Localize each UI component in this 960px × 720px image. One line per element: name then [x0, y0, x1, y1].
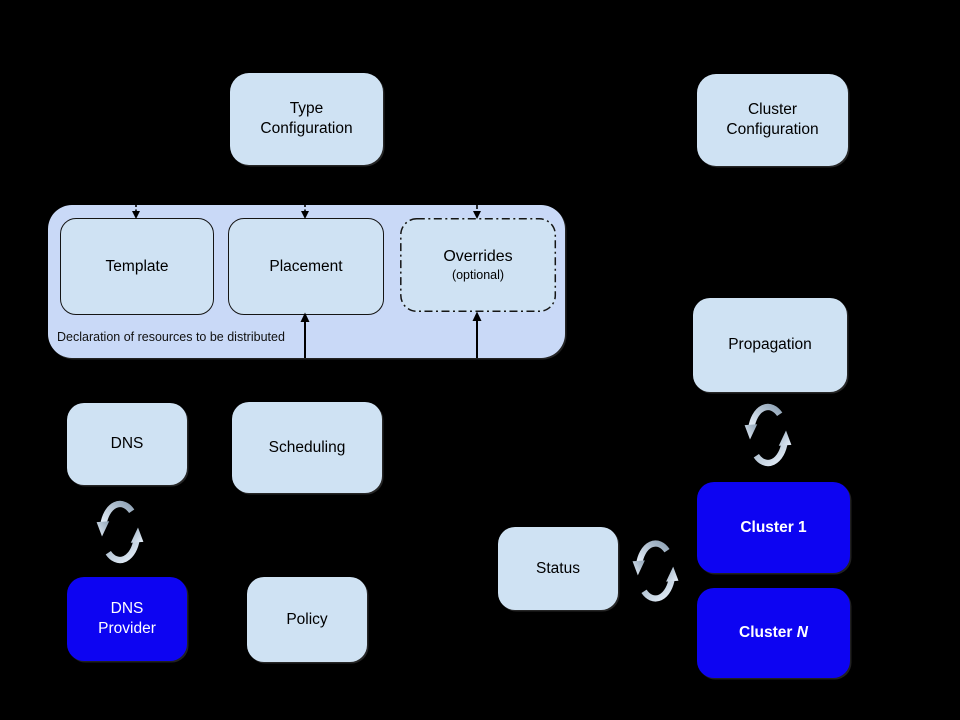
node-dns-provider: DNS Provider: [67, 577, 187, 661]
node-cluster-configuration: Cluster Configuration: [697, 74, 848, 166]
overrides-label: Overrides: [443, 247, 513, 265]
sync-icon: [96, 500, 144, 564]
node-cluster-n: Cluster N: [697, 588, 850, 678]
overrides-optional-label: (optional): [451, 267, 505, 282]
node-dns: DNS: [67, 403, 187, 485]
node-propagation: Propagation: [693, 298, 847, 392]
node-cluster-1: Cluster 1: [697, 482, 850, 573]
resource-declaration-caption: Declaration of resources to be distribut…: [57, 330, 285, 344]
node-type-configuration: Type Configuration: [230, 73, 383, 165]
node-scheduling: Scheduling: [232, 402, 382, 493]
sync-icon: [632, 540, 679, 602]
cluster-n-prefix: Cluster: [739, 624, 793, 642]
node-template: Template: [60, 218, 214, 315]
sync-icon: [744, 403, 792, 467]
node-placement: Placement: [228, 218, 384, 315]
cluster-n-suffix: N: [796, 624, 808, 642]
node-status: Status: [498, 527, 618, 610]
node-policy: Policy: [247, 577, 367, 662]
node-overrides: Overrides (optional): [400, 218, 556, 312]
